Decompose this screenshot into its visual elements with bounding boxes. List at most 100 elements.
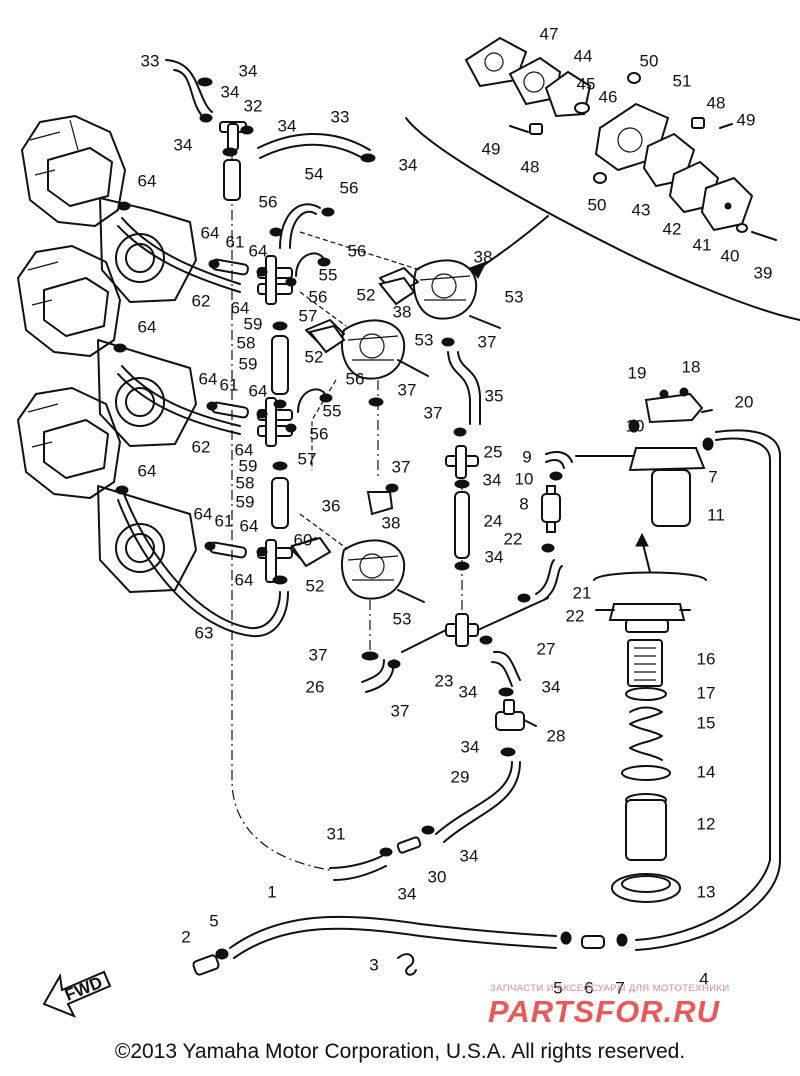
callout-p38a: 38	[474, 247, 493, 266]
cover-41	[700, 176, 754, 232]
callout-p21: 21	[573, 583, 592, 602]
callout-p55a: 55	[319, 265, 338, 284]
callout-p39: 39	[754, 263, 773, 282]
callout-p5a: 5	[209, 911, 218, 930]
callout-p7a: 7	[708, 467, 717, 486]
callout-p50b: 50	[588, 195, 607, 214]
hose-24	[454, 491, 470, 559]
callout-p35: 35	[485, 386, 504, 405]
callout-p34g: 34	[485, 547, 504, 566]
screw-49-right	[719, 123, 733, 129]
callout-p55b: 55	[323, 401, 342, 420]
hose-33-right	[257, 133, 371, 151]
callout-p36: 36	[322, 496, 341, 515]
callout-p56e: 56	[346, 369, 365, 388]
callout-p18: 18	[682, 357, 701, 376]
callout-p41: 41	[693, 235, 712, 254]
callout-p56a: 56	[259, 192, 278, 211]
callout-p4: 4	[699, 969, 708, 988]
filter-bracket	[593, 571, 707, 581]
hose-29	[435, 761, 513, 835]
clip-3	[397, 953, 417, 976]
callout-p34l: 34	[398, 884, 417, 903]
callout-p64j: 64	[194, 504, 213, 523]
check-valve-48-right	[691, 117, 705, 129]
callout-p60: 60	[294, 530, 313, 549]
callout-p3: 3	[369, 955, 378, 974]
cross-fitting-23	[401, 597, 549, 653]
callout-p61b: 61	[220, 375, 239, 394]
callout-p16: 16	[697, 649, 716, 668]
screw-39	[751, 231, 777, 241]
hose-62-middle	[121, 365, 241, 427]
fwd-label: FWD	[62, 973, 105, 1005]
gasket-52-middle	[308, 324, 346, 354]
callout-p37d: 37	[392, 457, 411, 476]
callout-p26: 26	[306, 677, 325, 696]
fitting-cluster-bottom	[257, 539, 293, 583]
hose-26	[361, 659, 385, 683]
hose-33-left	[165, 59, 213, 113]
callout-p10b: 10	[515, 469, 534, 488]
callout-p53a: 53	[505, 287, 524, 306]
callout-p58a: 58	[237, 333, 256, 352]
callout-p14: 14	[697, 762, 716, 781]
callout-p37f: 37	[391, 701, 410, 720]
callout-p57b: 57	[298, 449, 317, 468]
o-ring-14	[621, 765, 671, 781]
filter-element-16	[627, 639, 663, 687]
callout-p45: 45	[577, 74, 596, 93]
callout-p59d: 59	[236, 492, 255, 511]
callout-p13: 13	[697, 882, 716, 901]
callout-p34i: 34	[542, 677, 561, 696]
fuel-pump-middle	[305, 319, 406, 380]
callout-p44: 44	[574, 46, 593, 65]
callout-p56b: 56	[340, 178, 359, 197]
callout-p37a: 37	[478, 332, 497, 351]
callout-p52c: 52	[306, 576, 325, 595]
callout-p52b: 52	[305, 347, 324, 366]
callout-p22a: 22	[504, 529, 523, 548]
callout-p17: 17	[697, 683, 716, 702]
fuel-filter-head-19	[644, 387, 713, 424]
callout-p38c: 38	[382, 513, 401, 532]
filter-cap-exploded	[595, 603, 691, 633]
callout-p64a: 64	[138, 171, 157, 190]
fuel-pump-upper	[379, 259, 478, 320]
callout-p56f: 56	[310, 424, 329, 443]
callout-p22b: 22	[566, 606, 585, 625]
callout-p59b: 59	[239, 354, 258, 373]
carburetor-middle	[17, 245, 197, 447]
spring-15	[629, 706, 663, 761]
callout-p48b: 48	[521, 157, 540, 176]
filter-cup-12	[625, 793, 667, 861]
callout-p64i: 64	[138, 461, 157, 480]
fitting-30	[396, 836, 422, 854]
callout-p37b: 37	[398, 380, 417, 399]
callout-p25: 25	[484, 442, 503, 461]
callout-p20: 20	[735, 392, 754, 411]
callout-p31: 31	[327, 824, 346, 843]
callout-p34k: 34	[460, 846, 479, 865]
callout-p59c: 59	[239, 456, 258, 475]
watermark-brand: PARTSFOR.RU	[488, 994, 721, 1029]
callout-p10a: 10	[626, 416, 645, 435]
connector-2	[192, 954, 220, 976]
callout-p9: 9	[522, 447, 531, 466]
bolt-53-middle	[397, 359, 429, 377]
hose-21	[535, 559, 555, 595]
callout-p58b: 58	[236, 473, 255, 492]
callout-p52a: 52	[357, 285, 376, 304]
callout-p34j: 34	[461, 737, 480, 756]
tube-58-upper	[271, 335, 289, 395]
callout-p27: 27	[537, 639, 556, 658]
watermark-caption: ЗАПЧАСТИ И АКСЕССУАРЫ ДЛЯ МОТОТЕХНИКИ	[490, 983, 730, 994]
screw-49-left	[509, 125, 529, 133]
callout-p33b: 33	[331, 107, 350, 126]
callout-p50a: 50	[640, 51, 659, 70]
joint-36	[366, 491, 394, 516]
callout-p61a: 61	[226, 232, 245, 251]
tube-58-lower	[271, 477, 289, 529]
